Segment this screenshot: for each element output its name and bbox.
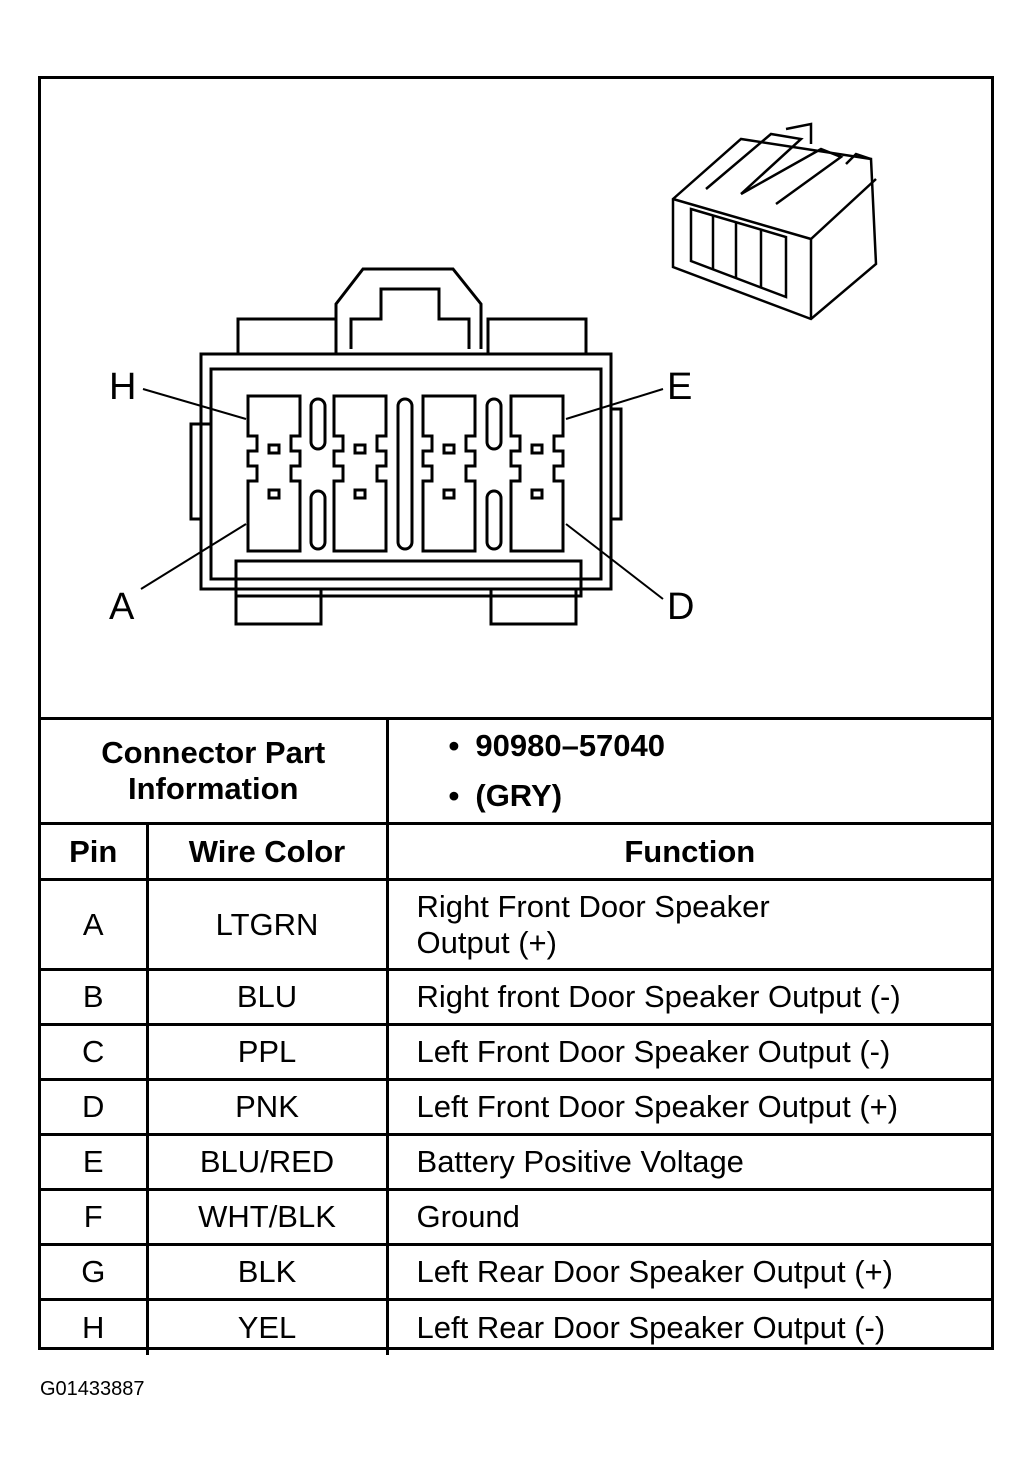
cavity-2 [332, 394, 388, 553]
pin-leader-lines [140, 388, 664, 600]
wire-color-cell: BLK [145, 1243, 389, 1301]
header-function: Function [385, 822, 991, 881]
table-row: H YEL Left Rear Door Speaker Output (-) [41, 1298, 991, 1355]
pin-cell: A [41, 878, 149, 971]
function-cell: Right front Door Speaker Output (-) [385, 968, 991, 1026]
pin-cell: B [41, 968, 149, 1026]
connector-info-label: Connector Part Information [41, 717, 389, 825]
pin-label-e: E [667, 366, 692, 408]
cavity-4 [509, 394, 565, 553]
function-cell: Left Front Door Speaker Output (-) [385, 1023, 991, 1081]
pin-cell: H [41, 1298, 149, 1355]
header-pin: Pin [41, 822, 149, 881]
wire-color-cell: PPL [145, 1023, 389, 1081]
pin-label-h: H [109, 366, 136, 408]
function-cell: Left Front Door Speaker Output (+) [385, 1078, 991, 1136]
pin-cell: D [41, 1078, 149, 1136]
pin-cell: C [41, 1023, 149, 1081]
wire-color-cell: YEL [145, 1298, 389, 1355]
wire-color-cell: PNK [145, 1078, 389, 1136]
connector-info-label-line2: Information [128, 771, 299, 806]
wire-color-cell: BLU/RED [145, 1133, 389, 1191]
function-cell: Left Rear Door Speaker Output (+) [385, 1243, 991, 1301]
connector-body [189, 352, 623, 626]
wire-color-cell: WHT/BLK [145, 1188, 389, 1246]
pin-cell: F [41, 1188, 149, 1246]
pin-cavities [246, 394, 565, 553]
function-line1: Right Front Door Speaker [416, 888, 770, 924]
part-number: 90980–57040 [449, 721, 991, 771]
table-row: D PNK Left Front Door Speaker Output (+) [41, 1078, 991, 1136]
wire-color-cell: LTGRN [145, 878, 389, 971]
wire-color-cell: BLU [145, 968, 389, 1026]
connector-diagram-area: H E A D [41, 79, 991, 719]
cavity-3 [421, 394, 477, 553]
pinout-table: Connector Part Information 90980–57040 (… [41, 717, 991, 1355]
table-row: A LTGRN Right Front Door Speaker Output … [41, 878, 991, 971]
figure-id: G01433887 [40, 1378, 145, 1400]
pin-cell: E [41, 1133, 149, 1191]
table-row: F WHT/BLK Ground [41, 1188, 991, 1246]
function-cell: Left Rear Door Speaker Output (-) [385, 1298, 991, 1355]
cavity-1 [246, 394, 302, 553]
pin-label-d: D [667, 586, 694, 628]
connector-info-values: 90980–57040 (GRY) [385, 717, 991, 825]
header-wire-color: Wire Color [145, 822, 389, 881]
pin-cell: G [41, 1243, 149, 1301]
table-row: G BLK Left Rear Door Speaker Output (+) [41, 1243, 991, 1301]
function-cell: Battery Positive Voltage [385, 1133, 991, 1191]
connector-face-diagram: H E A D [109, 122, 878, 628]
function-cell: Ground [385, 1188, 991, 1246]
connector-top-latch [236, 267, 588, 356]
connector-info-row: Connector Part Information 90980–57040 (… [41, 717, 991, 825]
diagram-frame: H E A D [38, 76, 994, 1355]
function-line2: Output (+) [416, 924, 557, 960]
table-row: B BLU Right front Door Speaker Output (-… [41, 968, 991, 1026]
table-row: C PPL Left Front Door Speaker Output (-) [41, 1023, 991, 1081]
table-row: E BLU/RED Battery Positive Voltage [41, 1133, 991, 1191]
table-header-row: Pin Wire Color Function [41, 822, 991, 881]
function-cell: Right Front Door Speaker Output (+) [385, 878, 991, 971]
connector-color: (GRY) [449, 771, 991, 821]
connector-3d-illustration [671, 122, 878, 321]
connector-info-label-line1: Connector Part [101, 735, 326, 770]
pin-label-a: A [109, 586, 135, 628]
pinout-table-area: Connector Part Information 90980–57040 (… [41, 717, 991, 1355]
